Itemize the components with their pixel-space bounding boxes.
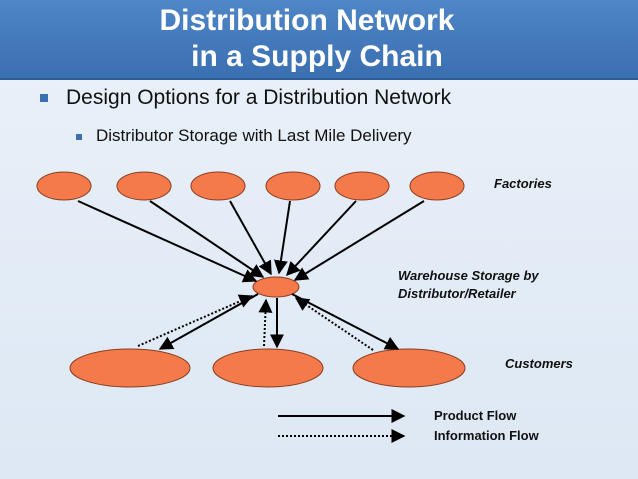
product-flow-arrow bbox=[149, 200, 265, 278]
factories-label: Factories bbox=[494, 176, 552, 191]
information-flow-arrow bbox=[137, 294, 254, 347]
factory-node bbox=[334, 171, 390, 201]
bullet-level1-text: Design Options for a Distribution Networ… bbox=[66, 86, 452, 109]
legend-product-flow-label: Product Flow bbox=[434, 408, 517, 423]
information-flow-arrow bbox=[258, 298, 273, 347]
product-flow-arrow bbox=[77, 200, 258, 283]
bullet-level2-text: Distributor Storage with Last Mile Deliv… bbox=[96, 126, 412, 145]
factory-node bbox=[409, 171, 465, 201]
customer-node bbox=[69, 348, 191, 388]
customer-node bbox=[212, 348, 324, 388]
product-flow-arrow bbox=[291, 293, 400, 350]
slide-title-line2: in a Supply Chain bbox=[191, 40, 443, 73]
warehouse-label-line1: Warehouse Storage by bbox=[398, 268, 539, 283]
product-flow-arrow bbox=[286, 200, 357, 277]
title-bar: Distribution Network in a Supply Chain bbox=[0, 0, 638, 80]
bullet-square-icon bbox=[76, 133, 82, 140]
slide-title-line1: Distribution Network bbox=[159, 4, 455, 37]
customer-node bbox=[352, 348, 466, 388]
factory-node bbox=[265, 171, 321, 201]
customers-label: Customers bbox=[505, 356, 573, 371]
warehouse-label-line2: Distributor/Retailer bbox=[398, 286, 516, 301]
product-flow-arrow bbox=[158, 293, 259, 350]
bullet-level2: Distributor Storage with Last Mile Deliv… bbox=[76, 126, 412, 146]
warehouse-node bbox=[252, 276, 300, 298]
factory-node bbox=[116, 171, 172, 201]
bullet-square-icon bbox=[40, 94, 48, 103]
product-flow-arrow bbox=[293, 200, 425, 281]
bullet-level1: Design Options for a Distribution Networ… bbox=[40, 86, 451, 110]
product-flow-arrow bbox=[229, 200, 272, 276]
factory-node bbox=[36, 171, 92, 201]
factory-node bbox=[190, 171, 246, 201]
legend-information-flow-label: Information Flow bbox=[434, 428, 539, 443]
product-flow-arrow bbox=[273, 200, 291, 275]
information-flow-arrow bbox=[294, 297, 374, 351]
